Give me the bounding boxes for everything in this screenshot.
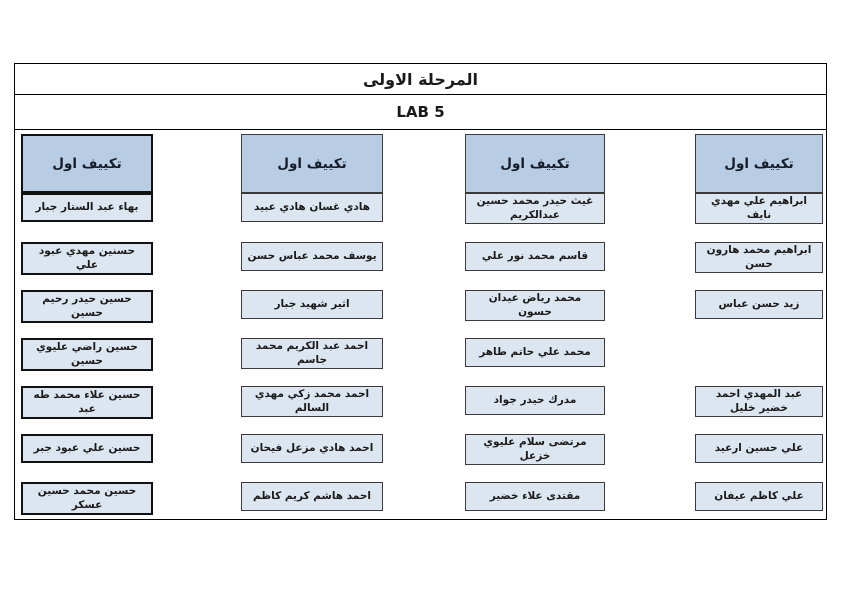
stage-title-row: المرحلة الاولى (15, 64, 826, 95)
group-header: تكييف اول (465, 134, 605, 193)
student-name-cell: محمد علي حاتم طاهر (465, 338, 605, 367)
group-header: تكييف اول (21, 134, 153, 193)
student-name-cell: حسين حيدر رحيم حسين (21, 290, 153, 324)
student-name-cell: احمد هادي مزعل فيحان (241, 434, 383, 463)
student-name-cell: احمد عبد الكريم محمد جاسم (241, 338, 383, 370)
student-name-cell: مدرك حيدر جواد (465, 386, 605, 415)
student-name-cell: مرتضى سلام عليوي خزعل (465, 434, 605, 466)
student-name-cell: احمد هاشم كريم كاظم (241, 482, 383, 511)
student-name-cell: حسنين مهدي عبود علي (21, 242, 153, 276)
student-name-cell: حسين علاء محمد طه عبد (21, 386, 153, 420)
student-name-cell: غيث حيدر محمد حسين عبدالكريم (465, 193, 605, 225)
student-name-cell: ابراهيم علي مهدي نايف (695, 193, 823, 225)
student-name-cell: مقتدى علاء خضير (465, 482, 605, 511)
student-name-cell: بهاء عبد الستار جبار (21, 193, 153, 222)
lab-title-row: LAB 5 (15, 95, 826, 130)
student-name-cell: هادي غسان هادي عبيد (241, 193, 383, 222)
group-header: تكييف اول (241, 134, 383, 193)
student-name-cell: اثير شهيد جبار (241, 290, 383, 319)
student-name-cell: عبد المهدي احمد خضير خليل (695, 386, 823, 418)
student-name-cell: حسين راضي عليوي حسين (21, 338, 153, 372)
student-name-cell: احمد محمد زكي مهدي السالم (241, 386, 383, 418)
group-header: تكييف اول (695, 134, 823, 193)
student-name-cell: ابراهيم محمد هارون حسن (695, 242, 823, 274)
student-name-cell: محمد رياض عيدان حسون (465, 290, 605, 322)
lab-label: LAB 5 (396, 103, 445, 121)
student-name-cell: يوسف محمد عباس حسن (241, 242, 383, 271)
student-name-cell: قاسم محمد نور علي (465, 242, 605, 271)
student-name-cell: زيد حسن عباس (695, 290, 823, 319)
student-name-cell: علي كاظم عيفان (695, 482, 823, 511)
stage-title: المرحلة الاولى (362, 69, 479, 89)
student-name-cell: علي حسين ارعيد (695, 434, 823, 463)
student-name-cell: حسين علي عبود جبر (21, 434, 153, 463)
student-name-cell: حسين محمد حسين عسكر (21, 482, 153, 516)
